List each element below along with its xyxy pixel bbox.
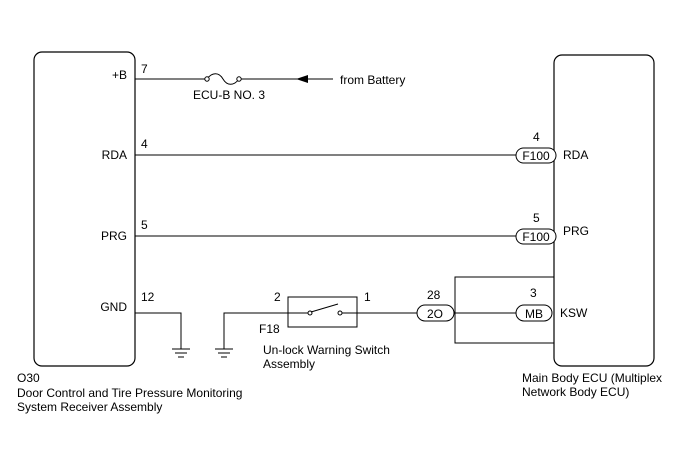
- switch-blade: [310, 303, 339, 313]
- wire-switch-ground: [223, 312, 288, 349]
- battery-arrow: [296, 75, 308, 83]
- switch-code: F18: [259, 322, 280, 336]
- ksw-shield-box: [454, 276, 554, 344]
- terminal-pin-3-right: 3: [530, 286, 537, 300]
- terminal-label-b-plus: +B: [112, 68, 127, 82]
- fuse-terminal-left: [204, 76, 210, 82]
- switch-box: [287, 296, 358, 328]
- terminal-pin-5-left: 5: [141, 218, 148, 232]
- connector-f100-prg: [515, 228, 557, 245]
- terminal-label-rda-left: RDA: [102, 148, 127, 162]
- connector-label-mb: MB: [525, 307, 543, 321]
- connector-label-f100-prg: F100: [522, 230, 550, 244]
- connector-f100-rda: [515, 147, 557, 164]
- switch-pin-1: 1: [364, 290, 371, 304]
- terminal-label-ksw: KSW: [560, 306, 588, 320]
- terminal-pin-12: 12: [141, 290, 155, 304]
- terminal-pin-7: 7: [141, 62, 148, 76]
- switch-contact-right: [337, 310, 343, 316]
- connector-label-2o: 2O: [427, 307, 443, 321]
- terminal-pin-4-left: 4: [141, 137, 148, 151]
- ground-icon-switch: [215, 348, 233, 358]
- connector-label-f100-rda: F100: [522, 149, 550, 163]
- left-component-name-line2: System Receiver Assembly: [17, 400, 162, 414]
- fuse-terminal-right: [236, 76, 242, 82]
- terminal-label-prg-left: PRG: [101, 229, 127, 243]
- left-component-name-line1: Door Control and Tire Pressure Monitorin…: [17, 386, 242, 400]
- switch-name-line1: Un-lock Warning Switch: [263, 343, 390, 357]
- switch-pin-2: 2: [274, 290, 281, 304]
- right-component-name-line2: Network Body ECU): [522, 385, 629, 399]
- wire-gnd: [135, 312, 182, 349]
- right-component-name-line1: Main Body ECU (Multiplex: [522, 371, 662, 385]
- left-component-box: [33, 51, 136, 367]
- terminal-label-prg-right: PRG: [563, 224, 589, 238]
- junction-pin-28: 28: [427, 288, 441, 302]
- fuse-symbol: [206, 73, 240, 85]
- terminal-pin-5-right: 5: [533, 211, 540, 225]
- fuse-label: ECU-B NO. 3: [193, 88, 265, 102]
- ground-icon-left: [172, 348, 190, 358]
- battery-label: from Battery: [340, 73, 405, 87]
- right-component-box: [553, 54, 655, 367]
- terminal-label-rda-right: RDA: [563, 148, 588, 162]
- left-component-code: O30: [17, 371, 40, 385]
- connector-mb: [515, 304, 553, 322]
- terminal-label-gnd: GND: [100, 300, 127, 314]
- switch-name-line2: Assembly: [263, 357, 315, 371]
- terminal-pin-4-right: 4: [533, 130, 540, 144]
